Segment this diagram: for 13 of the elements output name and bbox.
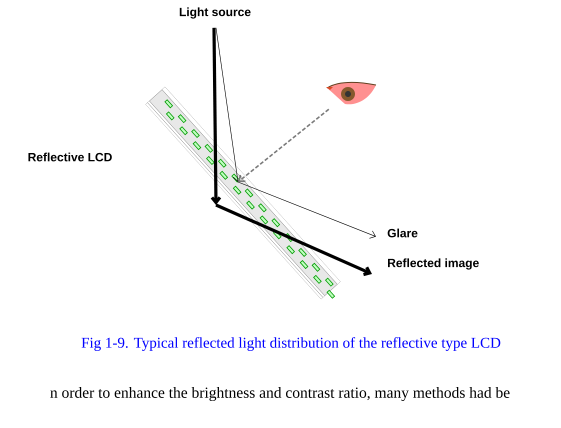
arrow: [210, 28, 222, 205]
node-label: Glare: [388, 228, 418, 238]
figure-caption: Fig 1-9. Typical reflected light distribution of the reflective type LCD: [82, 337, 500, 351]
side-label: Reflective LCD: [28, 152, 112, 162]
lcd-panel-drawing: [145, 86, 341, 300]
arrow: [238, 108, 330, 182]
arrow: [238, 182, 376, 239]
arrow: [215, 204, 372, 276]
node-label: Reflected image: [388, 258, 479, 270]
arrow: [216, 28, 242, 182]
picture: [326, 82, 376, 104]
node-label: Light source: [180, 7, 251, 19]
body-text: n order to enhance the brightness and contrast ratio, many methods had be: [50, 386, 510, 402]
